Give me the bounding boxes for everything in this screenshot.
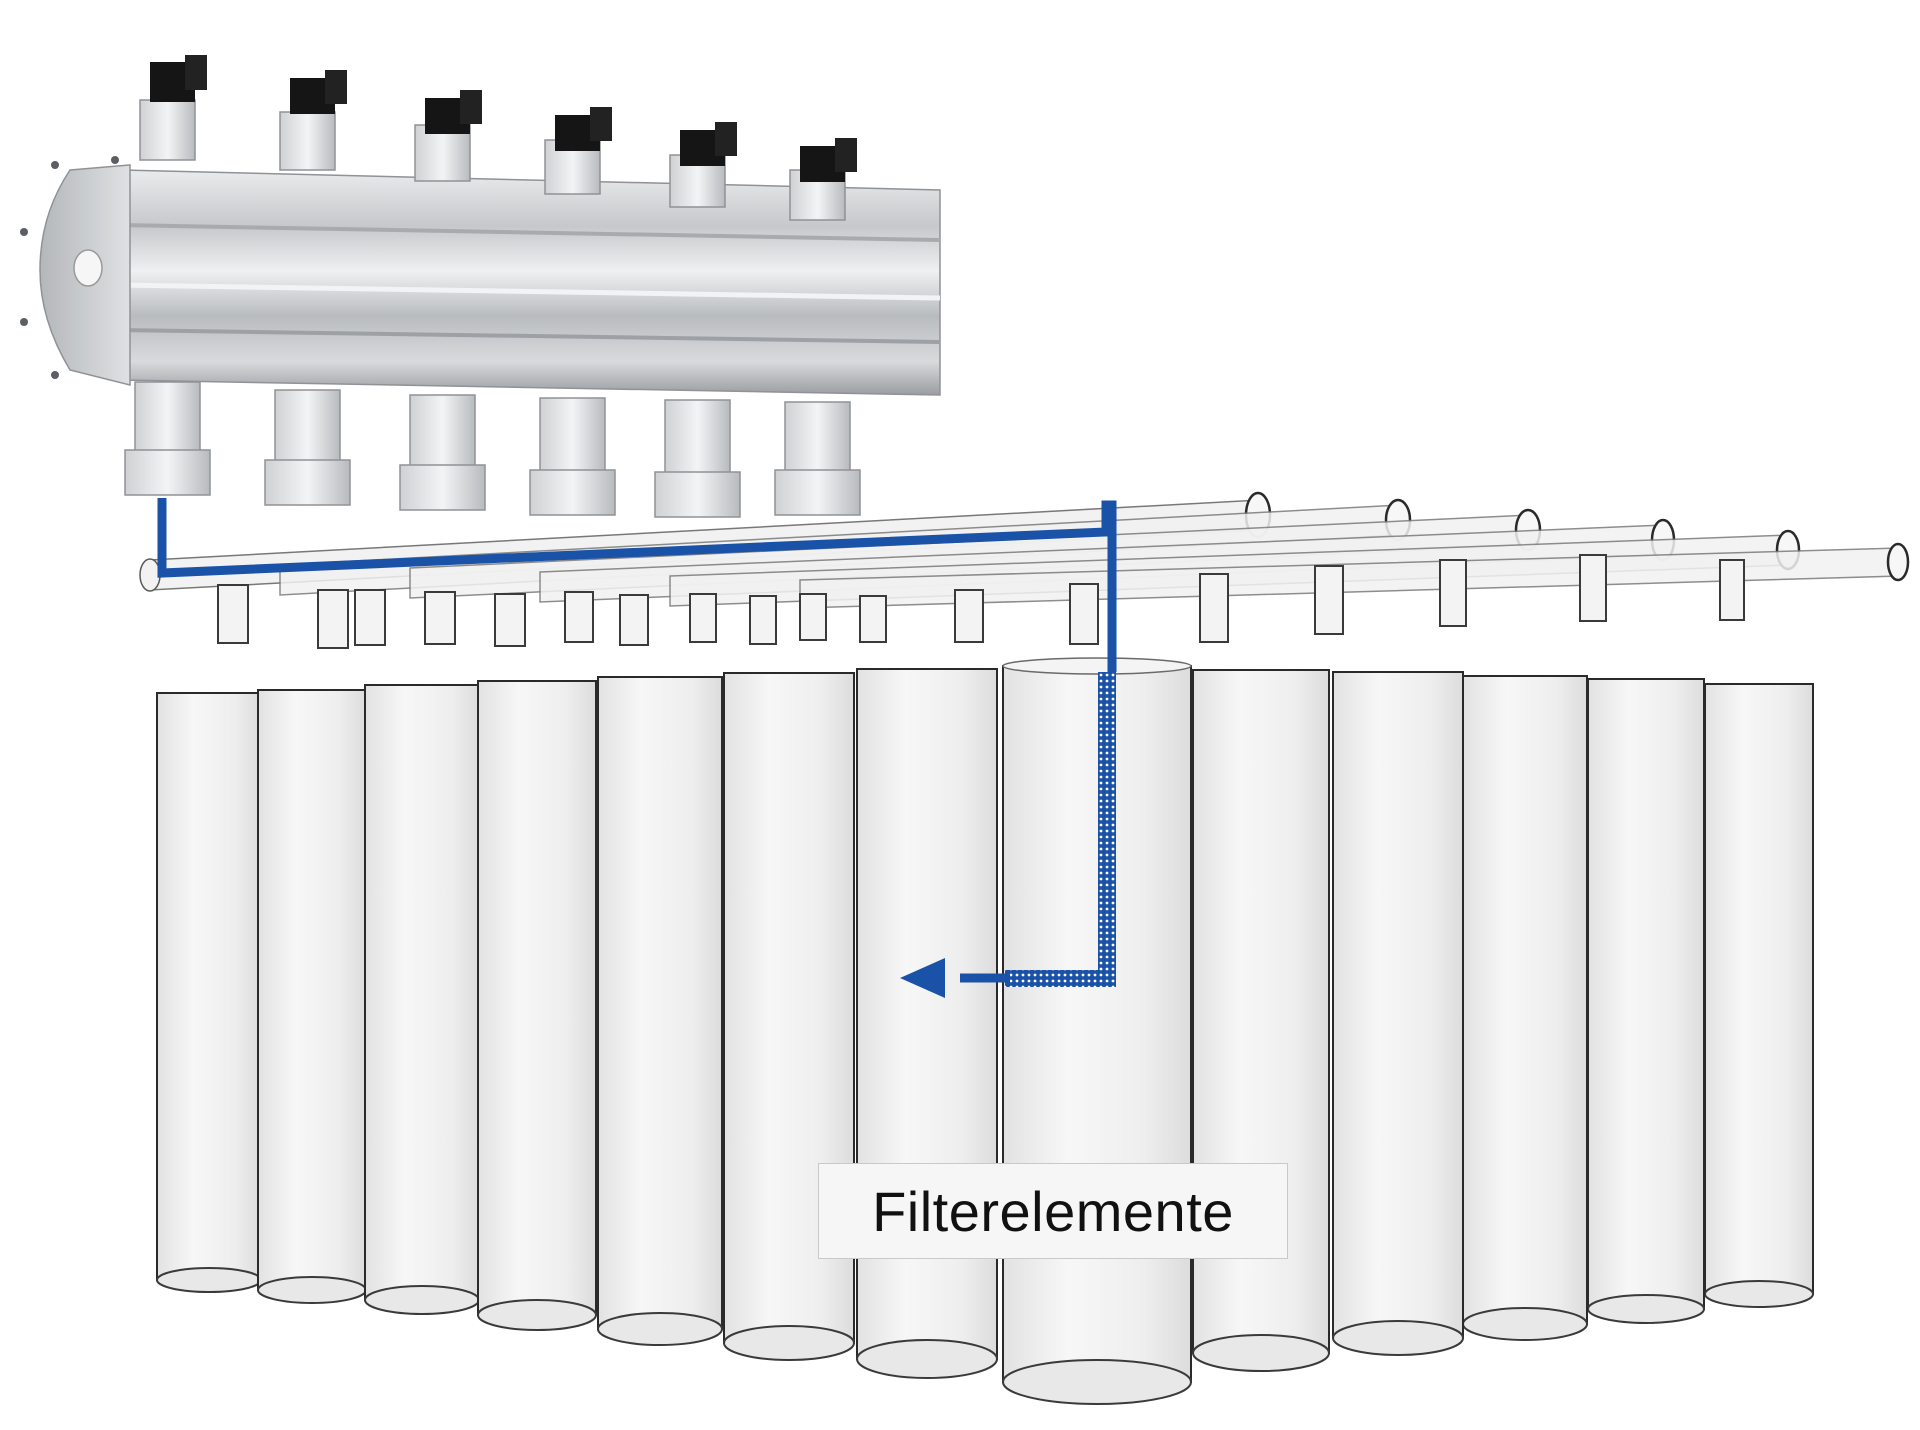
end-cap-bolts [20,156,154,390]
solenoid-valves [139,55,857,221]
solenoid-valve-icon [414,90,482,182]
compressed-air-flow-path [157,498,1117,998]
filter-element-front [1002,657,1192,1405]
solenoid-valve-icon [139,55,207,161]
filter-element [364,684,481,1315]
filter-element [156,692,262,1293]
filter-elements-label-box: Filterelemente [818,1163,1288,1259]
filter-element [257,689,367,1304]
filter-element [597,676,723,1346]
manifold [20,55,941,518]
solenoid-valve-icon [669,122,737,208]
solenoid-valve-icon [279,70,347,171]
filter-element [856,668,998,1379]
solenoid-valve-icon [544,107,612,195]
filter-element [1704,683,1814,1308]
nozzles [217,554,1745,649]
solenoid-valve-icon [789,138,857,221]
blowpipes [139,491,1910,649]
filter-element [1332,671,1464,1356]
valve-outlets [124,381,861,518]
filter-elements [156,657,1814,1405]
filter-elements-label: Filterelemente [872,1179,1234,1243]
filter-element [477,680,597,1331]
filter-element [1192,669,1330,1372]
filter-element [1587,678,1705,1324]
filter-element [1462,675,1588,1341]
arrow-left-icon [900,958,945,998]
